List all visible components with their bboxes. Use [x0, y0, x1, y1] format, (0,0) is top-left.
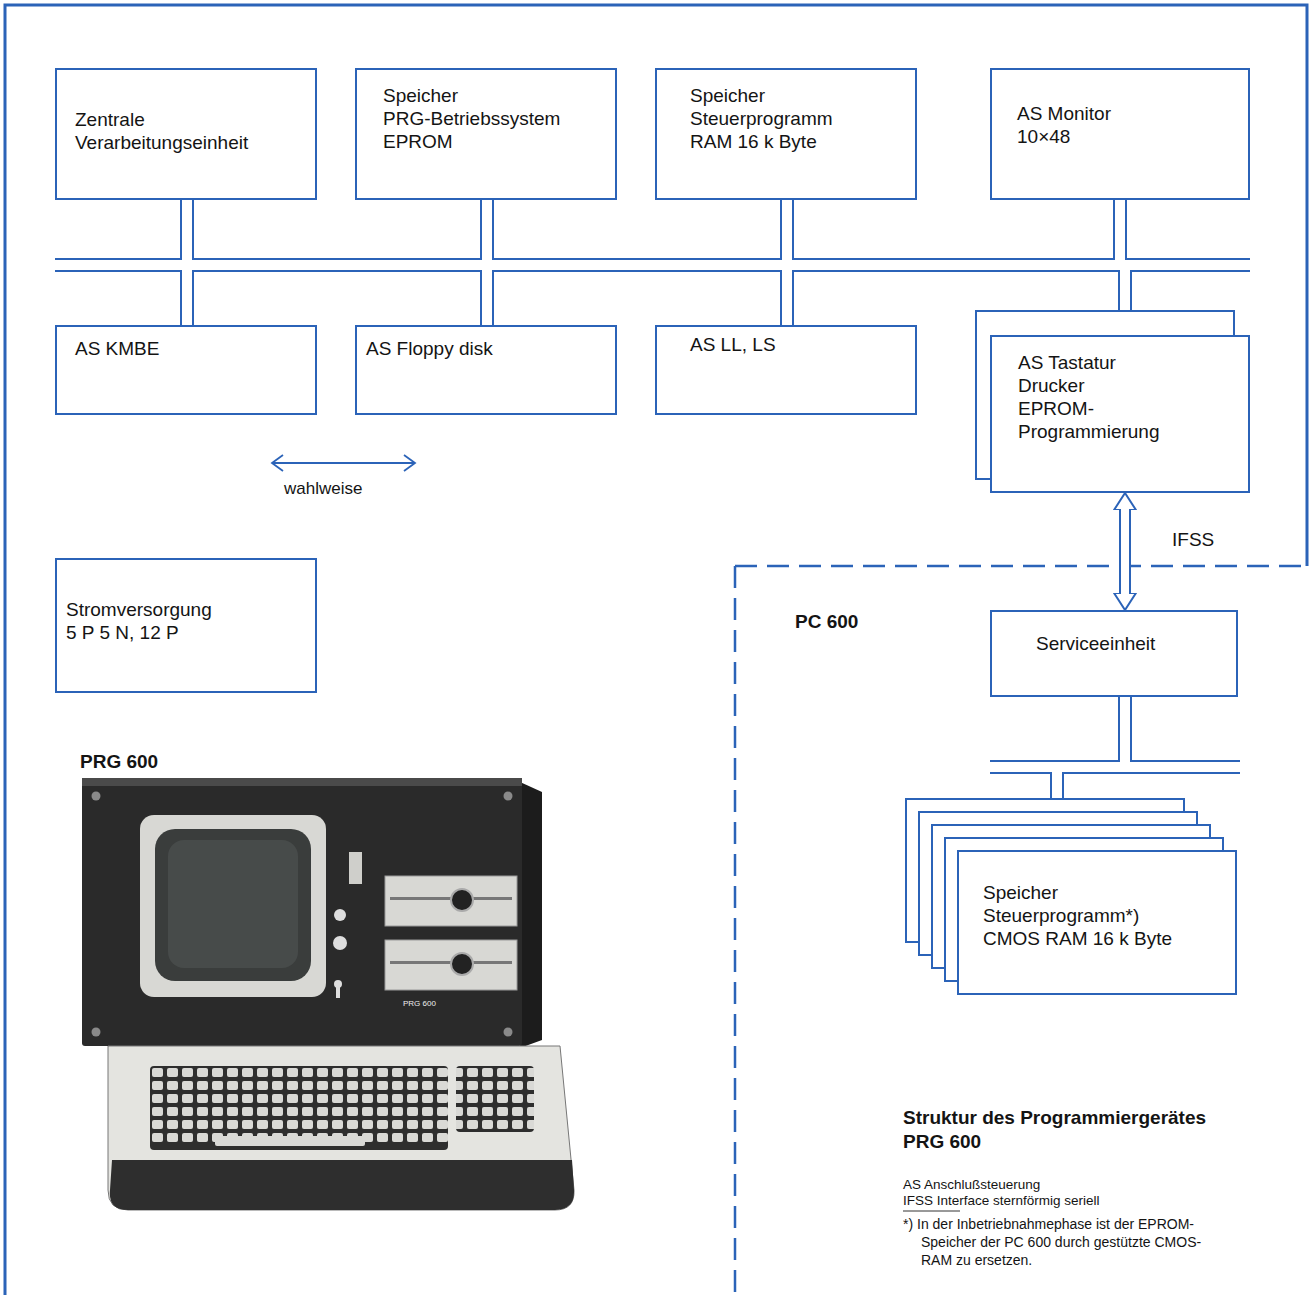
- interface-box: AS Tastatur Drucker EPROM-Programmierung: [975, 310, 1250, 493]
- power-supply-box: Stromversorgung 5 P 5 N, 12 P: [55, 558, 317, 693]
- box-text: Zentrale Verarbeitungseinheit: [75, 108, 297, 154]
- interface-label: IFSS: [1172, 528, 1214, 551]
- interface-box: AS Floppy disk: [355, 325, 617, 415]
- box-text-group: AS KMBE: [75, 337, 297, 360]
- optional-arrow: [272, 455, 415, 471]
- device-nameplate-slot: PRG 600: [403, 999, 436, 1009]
- device-heading: PRG 600: [80, 750, 158, 773]
- bus-connector: [187, 200, 1125, 310]
- stacked-box-outline: [905, 798, 1237, 995]
- box-text-group: Stromversorgung 5 P 5 N, 12 P: [66, 598, 221, 644]
- box-text: AS Tastatur Drucker EPROM-Programmierung: [1018, 351, 1163, 443]
- box-text-group: AS Floppy disk: [366, 337, 596, 360]
- box-text: AS Monitor 10×48: [1017, 102, 1147, 148]
- box-outline: [958, 851, 1236, 994]
- memory-box: Speicher PRG-Betriebssystem EPROM: [355, 68, 617, 200]
- box-text-group: Speicher Steuerprogramm*) CMOS RAM 16 k …: [983, 881, 1183, 950]
- connector-fill: [187, 200, 487, 265]
- box-text-group: Speicher Steuerprogramm RAM 16 k Byte: [690, 84, 870, 153]
- device-nameplate: PRG 600: [403, 999, 436, 1009]
- box-text-group: AS Tastatur Drucker EPROM-Programmierung: [1018, 351, 1163, 443]
- interface-box: AS KMBE: [55, 325, 317, 415]
- box-text: Speicher PRG-Betriebssystem EPROM: [383, 84, 605, 153]
- stacked-box-outline: [975, 310, 1250, 493]
- service-unit-box: Serviceeinheit: [990, 610, 1238, 697]
- bus-connector: [187, 200, 487, 265]
- box-text: Speicher Steuerprogramm*) CMOS RAM 16 k …: [983, 881, 1183, 950]
- caption-slot: Struktur des Programmiergerätes PRG 600: [903, 1106, 1248, 1154]
- memory-box: Speicher Steuerprogramm*) CMOS RAM 16 k …: [905, 798, 1237, 995]
- bus-connector: [1057, 697, 1125, 798]
- box-text-group: Serviceeinheit: [1036, 632, 1226, 655]
- edge-label-slot: IFSS: [1170, 528, 1216, 551]
- abbreviation-note: AS Anschlußsteuerung: [903, 1177, 1040, 1193]
- box-text: AS KMBE: [75, 337, 297, 360]
- box-text: Speicher Steuerprogramm RAM 16 k Byte: [690, 84, 870, 153]
- processor-box: Zentrale Verarbeitungseinheit: [55, 68, 317, 200]
- abbreviation-note: IFSS Interface sternförmig seriell: [903, 1193, 1100, 1209]
- box-text: Serviceeinheit: [1036, 632, 1226, 655]
- connector-fill: [1121, 508, 1129, 595]
- device-photo: [82, 778, 574, 1210]
- frame-line: [5, 5, 1307, 1295]
- option-note: wahlweise: [284, 479, 362, 499]
- bus-connector: [187, 200, 1120, 265]
- footnote-slot: *) In der Inbetriebnahmephase ist der EP…: [903, 1215, 1203, 1269]
- box-outline: [991, 336, 1249, 492]
- box-text-group: Zentrale Verarbeitungseinheit: [75, 108, 297, 154]
- region-heading-slot: PC 600: [795, 610, 858, 633]
- figure-caption: Struktur des Programmiergerätes PRG 600: [903, 1106, 1248, 1154]
- bus-connector: [187, 200, 787, 265]
- abbreviation-note-slot: AS Anschlußsteuerung: [903, 1177, 1040, 1193]
- box-text-group: AS LL, LS: [690, 333, 905, 356]
- box-text: AS Floppy disk: [366, 337, 596, 360]
- footnote: *) In der Inbetriebnahmephase ist der EP…: [903, 1215, 1203, 1269]
- abbreviation-note-slot: IFSS Interface sternförmig seriell: [903, 1193, 1100, 1209]
- pc-region-boundary: [735, 566, 1307, 1295]
- connector-fill: [187, 200, 1125, 310]
- interface-box: AS Monitor 10×48: [990, 68, 1250, 200]
- device-heading-slot: PRG 600: [80, 750, 158, 773]
- memory-box: Speicher Steuerprogramm RAM 16 k Byte: [655, 68, 917, 200]
- connector-fill: [1057, 697, 1125, 798]
- connector-fill: [187, 200, 1120, 265]
- box-text: AS LL, LS: [690, 333, 905, 356]
- connector-fill: [187, 200, 787, 265]
- box-text-group: AS Monitor 10×48: [1017, 102, 1147, 148]
- option-note-slot: wahlweise: [284, 479, 362, 499]
- box-text: Stromversorgung 5 P 5 N, 12 P: [66, 598, 221, 644]
- box-text-group: Speicher PRG-Betriebssystem EPROM: [383, 84, 605, 153]
- footnote-rule: [903, 1211, 960, 1212]
- interface-box: AS LL, LS: [655, 325, 917, 415]
- region-heading: PC 600: [795, 610, 858, 633]
